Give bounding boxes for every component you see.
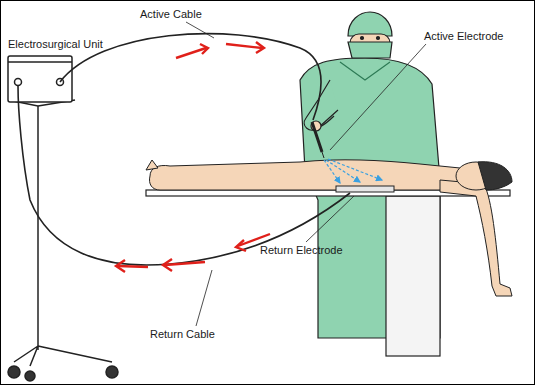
device-label: Electrosurgical Unit	[8, 38, 103, 51]
electrode-label: Return Electrode	[260, 244, 343, 257]
cable-label: Active Cable	[140, 8, 202, 21]
cable-label: Return Cable	[150, 328, 215, 341]
electrode-label: Active Electrode	[424, 30, 503, 43]
